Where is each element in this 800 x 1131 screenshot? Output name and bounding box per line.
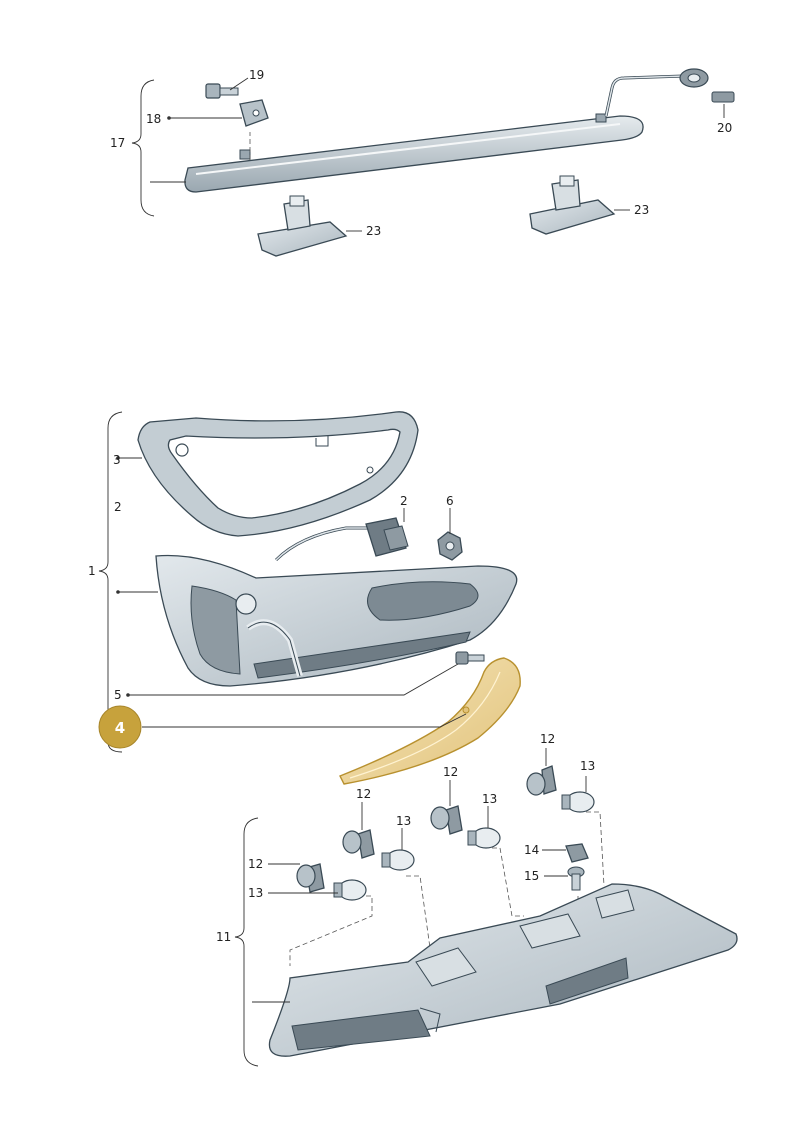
label-11: 11 (216, 930, 231, 944)
label-20: 20 (717, 121, 732, 135)
leader-4 (142, 713, 467, 728)
bar-mount-right (595, 113, 607, 123)
bolt-5-part (455, 651, 485, 665)
label-6: 6 (446, 494, 454, 508)
label-13-a: 13 (580, 759, 595, 773)
label-23-right: 23 (634, 203, 649, 217)
label-12-d: 12 (248, 857, 263, 871)
label-12-b: 12 (443, 765, 458, 779)
label-13-c: 13 (396, 814, 411, 828)
tail-lamp-part (155, 554, 518, 687)
middle-assembly: 3 2 1 2 6 5 4 (88, 411, 521, 785)
bulb-13-b-part (467, 827, 501, 849)
label-2-connector: 2 (400, 494, 408, 508)
callout-badge-4: 4 (98, 705, 142, 749)
label-17: 17 (110, 136, 125, 150)
bulb-socket-12-a-part (526, 765, 557, 796)
label-1: 1 (88, 564, 96, 578)
badge-label: 4 (115, 719, 125, 737)
socket-23-right-part (529, 175, 616, 235)
bulb-13-a-part (561, 791, 595, 813)
nut-6-part (437, 531, 463, 561)
label-12-a: 12 (540, 732, 555, 746)
leader-19 (229, 77, 249, 91)
wiring-harness-part (274, 526, 368, 562)
brace-17 (131, 79, 155, 217)
connector-20-part (711, 91, 735, 103)
clip-14-part (565, 843, 589, 863)
label-14: 14 (524, 843, 539, 857)
brace-11 (234, 817, 259, 1067)
bulb-13-c-part (381, 849, 415, 871)
leader-5 (128, 663, 459, 696)
label-23-left: 23 (366, 224, 381, 238)
bulb-13-d-part (333, 879, 367, 901)
trim-strip-part (339, 657, 521, 785)
label-5: 5 (114, 688, 122, 702)
label-13-d: 13 (248, 886, 263, 900)
bulb-socket-12-d-part (296, 863, 325, 893)
label-19: 19 (249, 68, 264, 82)
brace-1 (98, 411, 123, 753)
label-18: 18 (146, 112, 161, 126)
label-13-b: 13 (482, 792, 497, 806)
socket-23-left-part (257, 195, 348, 257)
connector-2-part (365, 517, 409, 557)
label-3: 3 (113, 453, 121, 467)
bolt-19-part (205, 83, 239, 99)
gasket-3-part (137, 411, 419, 537)
bulb-socket-12-b-part (430, 805, 463, 835)
label-15: 15 (524, 869, 539, 883)
cable-part (604, 74, 685, 117)
label-12-c: 12 (356, 787, 371, 801)
label-2-left: 2 (114, 500, 122, 514)
bulb-socket-12-c-part (342, 829, 375, 859)
lamp-carrier-11-part (268, 883, 738, 1057)
bottom-assembly: 12 13 12 13 12 13 12 13 14 15 11 (216, 732, 738, 1067)
screw-15-part (567, 866, 585, 891)
bar-mount-left (239, 149, 251, 160)
top-assembly: 17 18 19 20 23 23 (110, 68, 735, 257)
